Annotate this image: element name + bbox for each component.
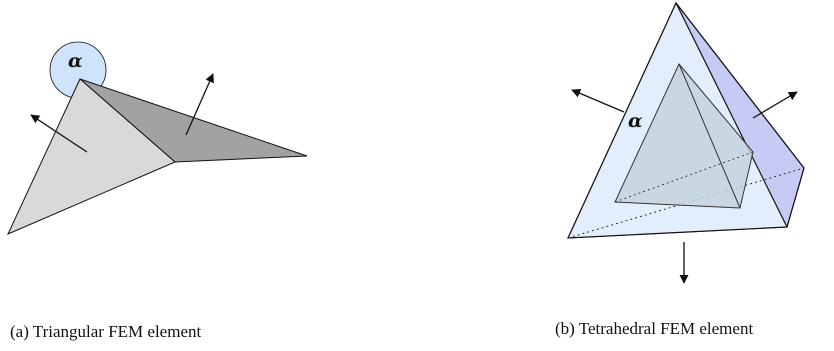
- left-triangle-face: [6, 78, 176, 235]
- left-face-normal-arrow: [30, 114, 88, 153]
- caption-tetrahedral-element: (b) Tetrahedral FEM element: [555, 319, 754, 338]
- caption-triangular-element: (a) Triangular FEM element: [10, 322, 202, 341]
- panel-b-tetrahedral-element: α: [567, 1, 805, 284]
- right-face-normal-arrow: [185, 73, 214, 136]
- inner-edge-front: [678, 63, 741, 209]
- angle-alpha-label: α: [68, 50, 83, 72]
- front-face-normal-arrow: [571, 89, 625, 113]
- hidden-edge: [567, 167, 805, 239]
- panel-a-triangular-element: α: [6, 41, 308, 235]
- side-face-normal-arrow: [752, 91, 798, 119]
- angle-alpha-label-b: α: [628, 110, 643, 132]
- outer-outline: [675, 2, 805, 228]
